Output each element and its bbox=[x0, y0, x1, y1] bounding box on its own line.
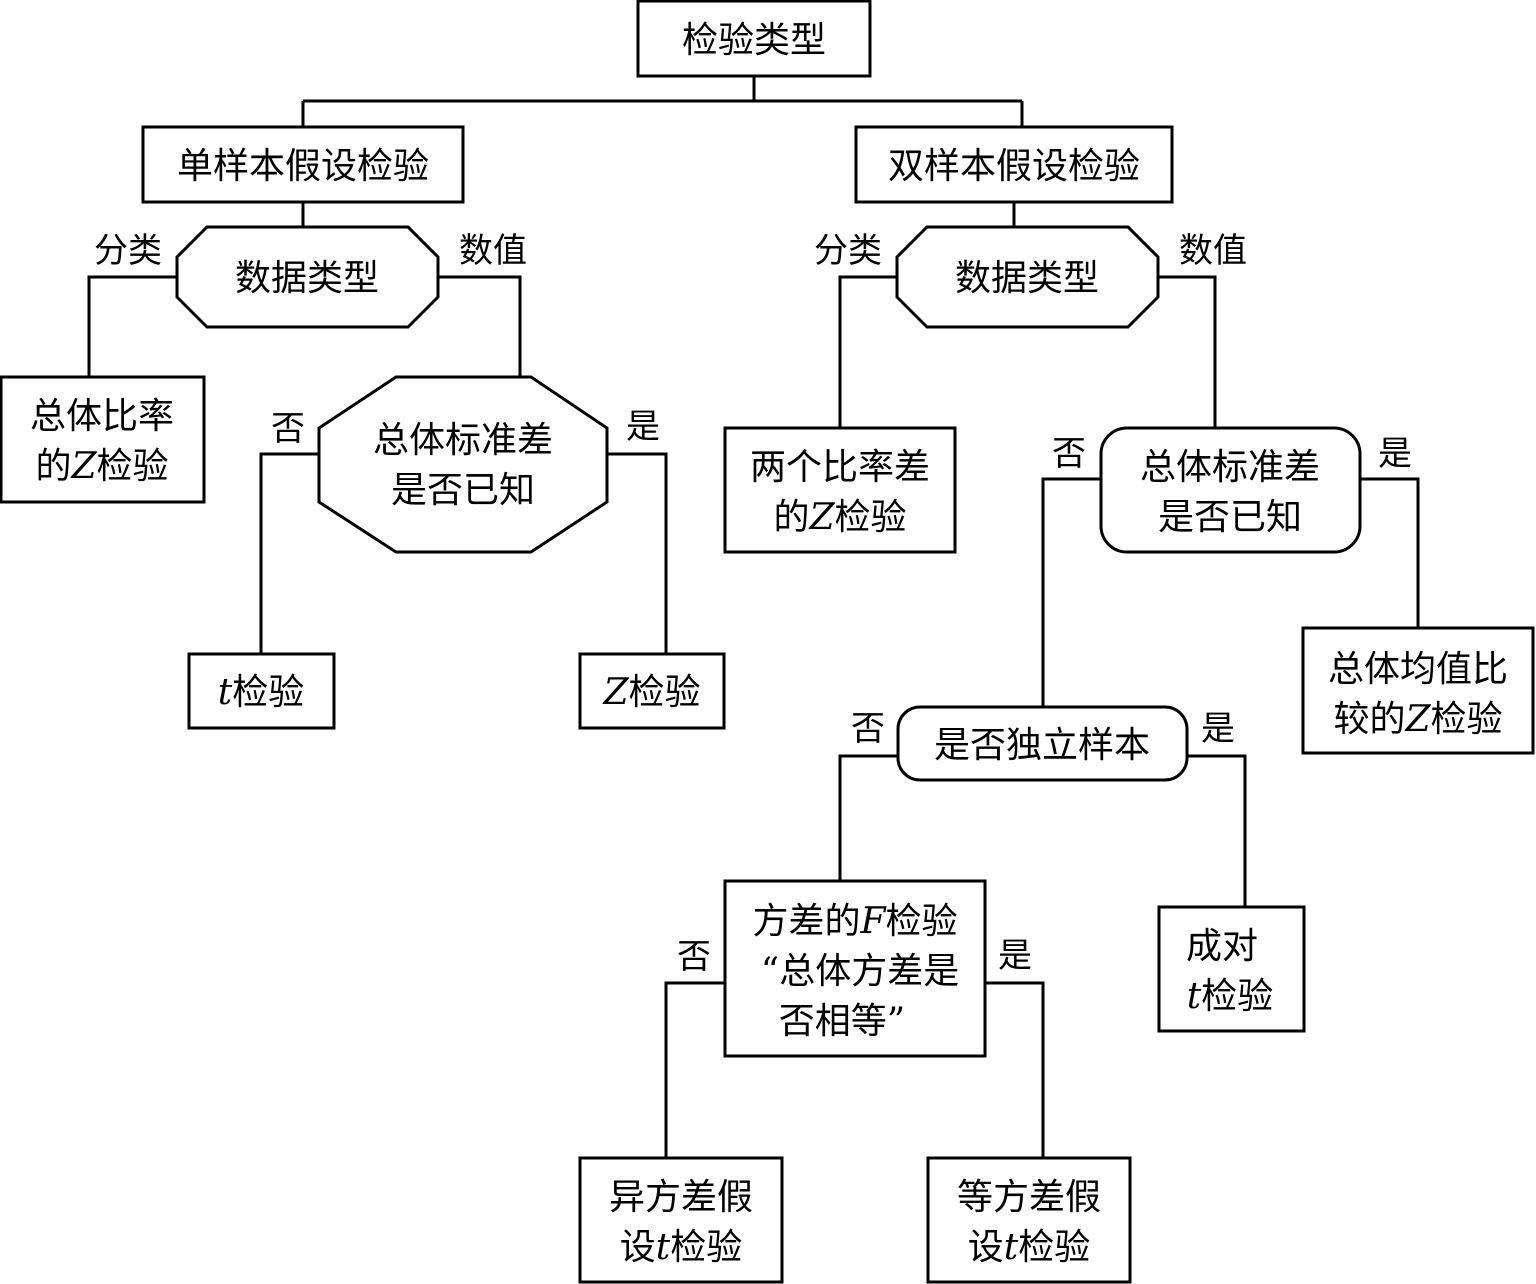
node-independent-samples: 是否独立样本 bbox=[896, 705, 1189, 782]
node-independent-samples-text: 是否独立样本 bbox=[934, 725, 1150, 766]
node-proportion-z-test: 总体比率 的Z检验 bbox=[0, 375, 206, 504]
node-one-sample: 单样本假设检验 bbox=[141, 125, 465, 204]
node-two-proportion-z-line1: 两个比率差 bbox=[750, 447, 930, 488]
edge-independent-yes bbox=[1187, 754, 1247, 907]
node-data-type-2: 数据类型 bbox=[895, 225, 1160, 329]
node-z-test: Z检验 bbox=[578, 652, 726, 730]
label-no-sd1: 否 bbox=[271, 409, 305, 449]
label-yes-independent: 是 bbox=[1201, 709, 1235, 749]
edge-datatype2-categorical bbox=[838, 275, 897, 428]
node-mean-z-test: 总体均值比 较的Z检验 bbox=[1301, 626, 1535, 755]
node-one-sample-text: 单样本假设检验 bbox=[177, 146, 429, 187]
edge-datatype1-categorical bbox=[87, 275, 177, 377]
node-two-proportion-z-line2: 的Z检验 bbox=[773, 497, 906, 538]
node-proportion-z-line1: 总体比率 bbox=[30, 396, 174, 437]
node-f-test-line3: 否相等” bbox=[779, 1001, 905, 1042]
label-yes-ftest: 是 bbox=[998, 936, 1032, 976]
node-paired-t-line1: 成对 bbox=[1186, 926, 1258, 967]
node-two-proportion-z-test: 两个比率差 的Z检验 bbox=[723, 426, 957, 554]
node-paired-t-line2: t检验 bbox=[1187, 976, 1273, 1017]
node-mean-z-line1: 总体均值比 bbox=[1328, 649, 1508, 690]
edge-datatype2-numeric bbox=[1158, 275, 1217, 428]
node-t-test: t检验 bbox=[187, 652, 336, 730]
edge-ftest-yes bbox=[985, 981, 1045, 1158]
node-sd-known-2-line1: 总体标准差 bbox=[1140, 447, 1320, 488]
edge-independent-no bbox=[838, 754, 898, 881]
node-unequal-variance-t-test: 异方差假 设t检验 bbox=[578, 1156, 784, 1284]
node-equal-variance-t-line1: 等方差假 bbox=[957, 1177, 1101, 1218]
edge-sd2-yes bbox=[1360, 477, 1420, 628]
label-no-independent: 否 bbox=[851, 709, 885, 749]
label-numeric-1: 数值 bbox=[459, 231, 527, 271]
node-data-type-2-text: 数据类型 bbox=[955, 258, 1099, 299]
edge-sd1-yes bbox=[607, 452, 668, 654]
node-unequal-variance-t-line2: 设t检验 bbox=[620, 1227, 743, 1268]
node-f-test-line1: 方差的F检验 bbox=[752, 901, 957, 942]
node-test-type-text: 检验类型 bbox=[682, 20, 826, 61]
node-sd-known-2-line2: 是否已知 bbox=[1158, 497, 1302, 538]
node-z-test-text: Z检验 bbox=[602, 672, 700, 713]
edge-labels: 分类 数值 否 是 分类 数值 否 是 否 是 否 是 bbox=[94, 231, 1412, 977]
node-f-test: 方差的F检验 “总体方差是 否相等” bbox=[723, 879, 987, 1058]
label-no-sd2: 否 bbox=[1052, 434, 1086, 474]
node-test-type: 检验类型 bbox=[636, 0, 872, 78]
node-two-sample-text: 双样本假设检验 bbox=[888, 146, 1140, 187]
node-equal-variance-t-test: 等方差假 设t检验 bbox=[926, 1156, 1132, 1284]
edge-ftest-no bbox=[664, 981, 725, 1158]
node-sd-known-1-line1: 总体标准差 bbox=[373, 420, 553, 461]
edge-sd2-no bbox=[1041, 477, 1101, 707]
edge-datatype1-numeric bbox=[438, 275, 522, 377]
label-categorical-2: 分类 bbox=[814, 231, 882, 271]
label-numeric-2: 数值 bbox=[1179, 231, 1247, 271]
node-unequal-variance-t-line1: 异方差假 bbox=[609, 1177, 753, 1218]
edge-sd1-no bbox=[259, 452, 319, 654]
node-two-sample: 双样本假设检验 bbox=[854, 125, 1174, 204]
label-categorical-1: 分类 bbox=[94, 231, 162, 271]
label-yes-sd1: 是 bbox=[626, 407, 660, 447]
node-data-type-1: 数据类型 bbox=[175, 225, 440, 329]
node-proportion-z-line2: 的Z检验 bbox=[35, 446, 168, 487]
node-sd-known-1: 总体标准差 是否已知 bbox=[317, 375, 609, 554]
node-sd-known-2: 总体标准差 是否已知 bbox=[1099, 426, 1362, 554]
node-equal-variance-t-line2: 设t检验 bbox=[968, 1227, 1091, 1268]
node-sd-known-1-line2: 是否已知 bbox=[391, 470, 535, 511]
node-t-test-text: t检验 bbox=[218, 672, 304, 713]
label-yes-sd2: 是 bbox=[1378, 434, 1412, 474]
node-paired-t-test: 成对 t检验 bbox=[1157, 905, 1306, 1033]
edge-root-branches bbox=[301, 76, 1024, 127]
node-f-test-line2: “总体方差是 bbox=[761, 951, 959, 992]
node-mean-z-line2: 较的Z检验 bbox=[1333, 699, 1502, 740]
connectors bbox=[87, 76, 1420, 1158]
label-no-ftest: 否 bbox=[677, 937, 711, 977]
node-data-type-1-text: 数据类型 bbox=[235, 258, 379, 299]
